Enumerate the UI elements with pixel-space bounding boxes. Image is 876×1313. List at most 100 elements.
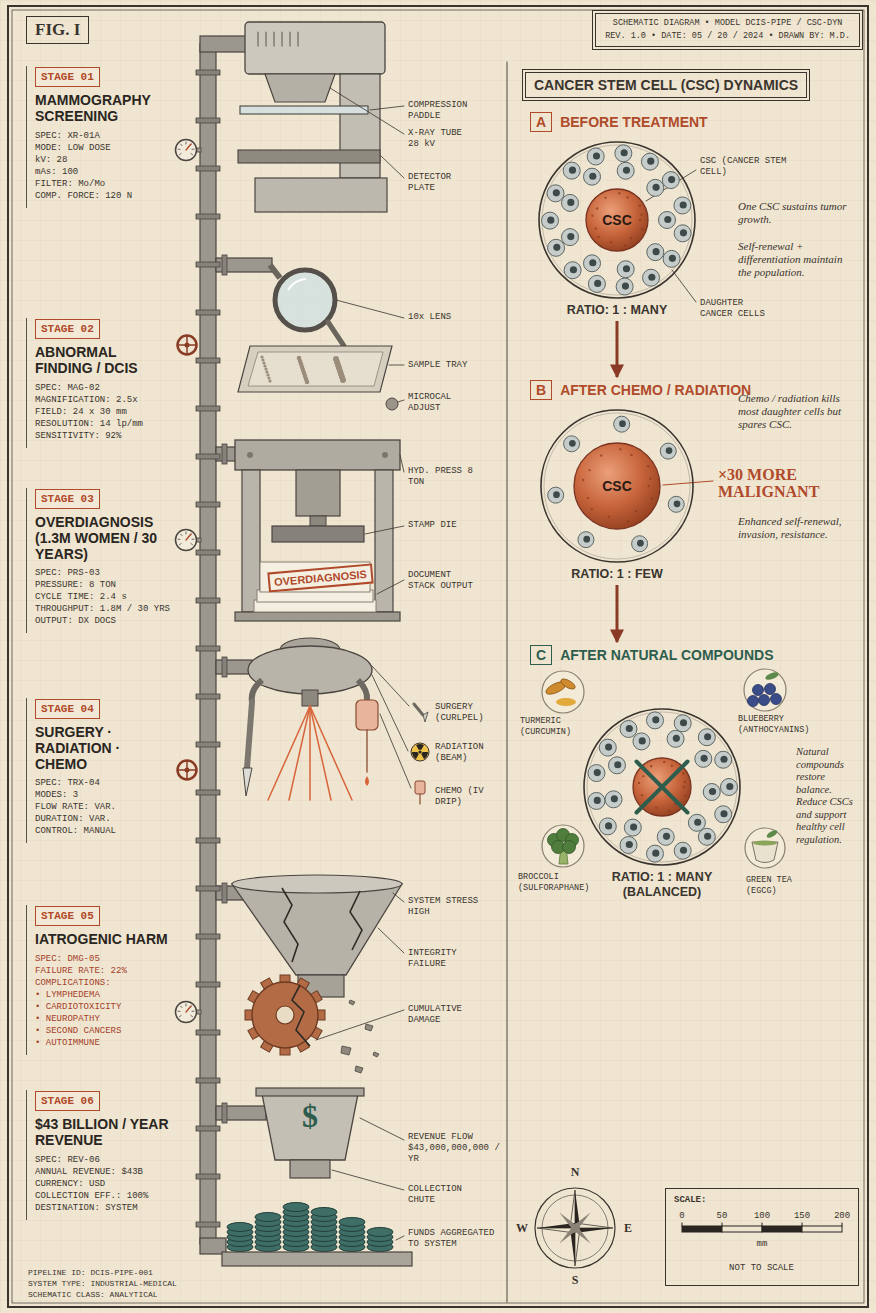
daughter-cell <box>668 496 684 512</box>
spec-line: MAGNIFICATION: 2.5x <box>35 394 176 406</box>
title-block: SCHEMATIC DIAGRAM • MODEL DCIS-PIPE / CS… <box>595 13 860 47</box>
population-boundary <box>542 145 692 295</box>
compound-label: TURMERIC (CURCUMIN) <box>520 716 600 737</box>
leader-line <box>372 675 408 751</box>
stage-tag: STAGE 05 <box>35 906 100 926</box>
gauge-tick <box>178 149 180 150</box>
vent-slot <box>281 32 282 46</box>
cell-speckle <box>587 497 589 499</box>
callout-label: RADIATION (BEAM) <box>435 742 501 764</box>
pipe-flange <box>196 502 220 507</box>
adjust-knob <box>386 398 398 410</box>
spec-line: • LYMPHEDEMA <box>35 989 176 1001</box>
callout-label: DAUGHTER CANCER CELLS <box>700 298 774 320</box>
spec-line: CURRENCY: USD <box>35 1178 176 1190</box>
pipe-flange <box>196 1078 220 1083</box>
cell-nucleus <box>653 184 660 191</box>
radiation-beam <box>268 706 310 800</box>
section-title-text: CANCER STEM CELL (CSC) DYNAMICS <box>534 76 798 94</box>
flow-arrow <box>616 585 619 642</box>
cell-speckle <box>639 219 641 221</box>
daughter-cell <box>632 536 648 552</box>
cell-speckle <box>590 508 592 510</box>
compass-point <box>557 1210 577 1230</box>
cell-nucleus <box>720 756 727 763</box>
rivet <box>247 452 253 458</box>
pipe-flange <box>196 262 220 267</box>
leader-line <box>398 400 404 402</box>
cell-speckle <box>682 786 684 788</box>
pipe-flange <box>196 646 220 651</box>
daughter-cell <box>584 168 601 185</box>
daughter-cell <box>624 819 641 836</box>
daughter-cell <box>588 765 605 782</box>
tissue-sample <box>265 370 268 373</box>
cell-speckle <box>604 197 606 199</box>
callout-label: COLLECTION CHUTE <box>408 1184 488 1206</box>
compass-rose <box>535 1188 615 1268</box>
daughter-cell <box>563 162 580 179</box>
ratio-text: RATIO: 1 : FEW <box>552 567 682 582</box>
stage-tag: STAGE 01 <box>35 67 100 87</box>
cell-nucleus <box>589 173 596 180</box>
pipe-flange <box>196 406 220 411</box>
daughter-cell <box>703 783 720 800</box>
currency-symbol: $ <box>296 1098 324 1134</box>
daughter-cell <box>641 153 658 170</box>
leader-line <box>360 1118 404 1140</box>
pipe-flange <box>222 255 227 275</box>
cell-nucleus <box>547 217 554 224</box>
radiation-beam <box>310 706 352 800</box>
section-heading-text: AFTER CHEMO / RADIATION <box>560 381 751 399</box>
debris <box>349 1000 355 1005</box>
callout-label: CHEMO (IV DRIP) <box>435 786 501 808</box>
spec-line: DESTINATION: SYSTEM <box>35 1202 176 1214</box>
cell-nucleus <box>674 500 681 507</box>
stamp-label: OVERDIAGNOSIS <box>267 563 373 592</box>
daughter-cell <box>715 806 732 823</box>
spec-line: RESOLUTION: 14 lp/mm <box>35 418 176 430</box>
spec-line: ANNUAL REVENUE: $43B <box>35 1166 176 1178</box>
cell-nucleus <box>630 824 637 831</box>
daughter-cell <box>674 225 691 242</box>
coin <box>227 1223 253 1232</box>
stage-panel: STAGE 01MAMMOGRAPHY SCREENINGSPEC: XR-01… <box>26 66 176 208</box>
compass-letter: E <box>620 1221 636 1235</box>
gear-crack <box>292 985 310 1046</box>
cell-nucleus <box>701 755 708 762</box>
cell-speckle <box>641 228 643 230</box>
blueberry <box>765 684 776 695</box>
cell-nucleus <box>680 201 687 208</box>
cell-nucleus <box>583 536 590 543</box>
daughter-cell <box>674 842 691 859</box>
daughter-cell <box>548 239 565 256</box>
cell-speckle <box>627 520 629 522</box>
pipe-flange <box>196 214 220 219</box>
section-letter: A <box>530 112 552 132</box>
callout-label: SAMPLE TRAY <box>408 360 488 371</box>
cancel-cross <box>637 762 688 813</box>
cell-nucleus <box>669 255 676 262</box>
compression-paddle <box>240 106 368 114</box>
cell-speckle <box>618 192 620 194</box>
callout-label: SURGERY (CURLPEL) <box>435 702 501 724</box>
iv-bag <box>356 700 378 730</box>
tissue-sample <box>266 373 269 376</box>
cell-nucleus <box>605 822 612 829</box>
scale-segment <box>802 1226 842 1232</box>
vent-slot <box>273 32 274 46</box>
cell-speckle <box>626 196 628 198</box>
stage-title: IATROGENIC HARM <box>35 932 176 948</box>
pipeline-note: SCHEMATIC CLASS: ANALYTICAL <box>28 1290 158 1300</box>
leader-line <box>389 365 404 366</box>
daughter-cell <box>564 262 581 279</box>
gauge-tick <box>178 1011 180 1012</box>
radiation-center <box>418 750 421 753</box>
cell-speckle <box>630 237 632 239</box>
pipe-flange <box>196 1222 220 1227</box>
callout-label: SYSTEM STRESS HIGH <box>408 896 488 918</box>
collection-chute <box>290 1160 330 1178</box>
daughter-cell <box>588 792 605 809</box>
cell-nucleus <box>593 152 600 159</box>
coin <box>311 1208 337 1217</box>
